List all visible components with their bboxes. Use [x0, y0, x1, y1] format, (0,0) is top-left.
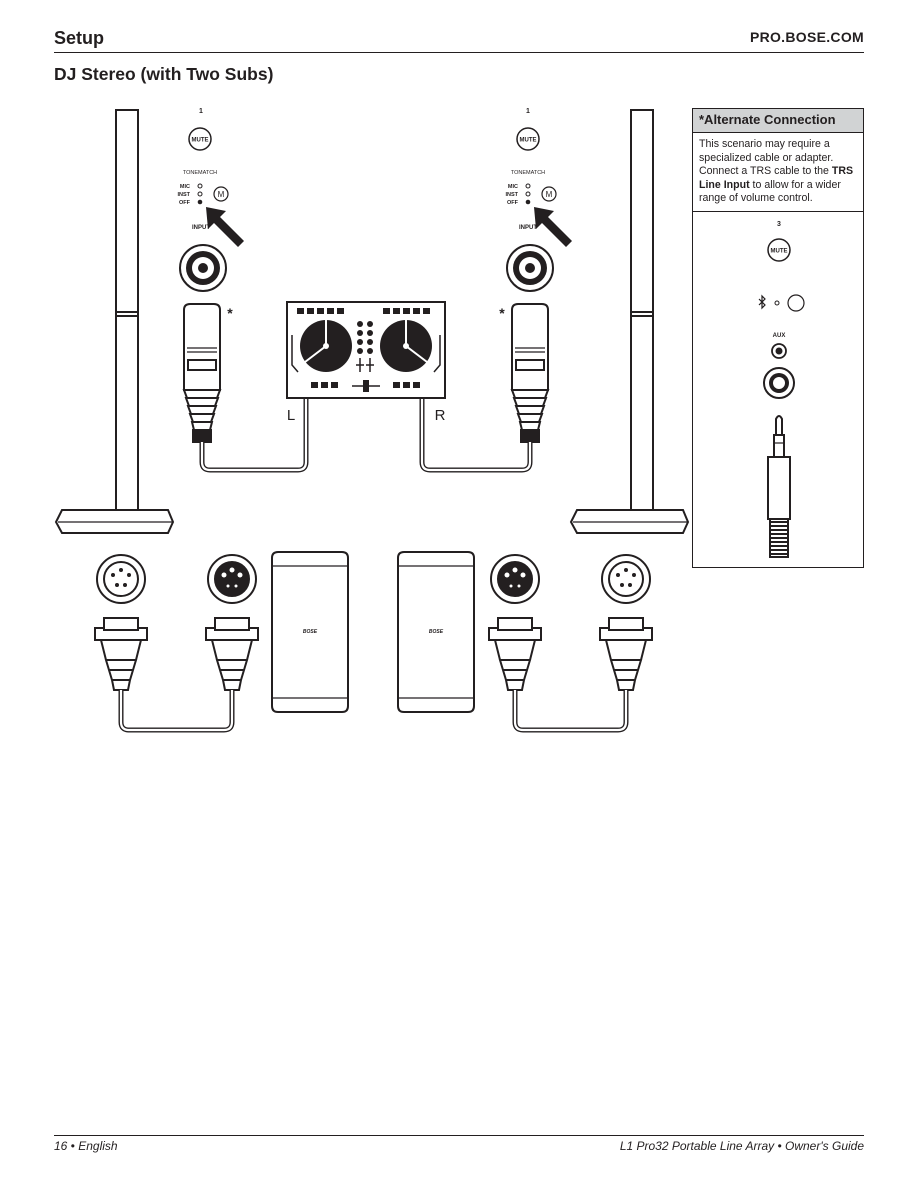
left-channel-panel: 1 MUTE TONEMATCH MIC INST OFF M INPUT * — [177, 108, 244, 321]
svg-text:INST: INST — [505, 192, 518, 198]
left-channel-number: 1 — [199, 108, 203, 115]
svg-text:OFF: OFF — [507, 200, 519, 206]
alternate-connection-text: This scenario may require a specialized … — [693, 133, 863, 212]
svg-text:INPUT: INPUT — [192, 225, 210, 231]
right-arrow-icon — [534, 207, 572, 247]
right-channel-number: 1 — [526, 108, 530, 115]
bluetooth-button — [787, 294, 805, 312]
left-sub-logo: BOSE — [303, 629, 318, 635]
right-mute-button — [516, 127, 540, 151]
left-array-column — [54, 109, 175, 534]
mixer-right-label: R — [435, 407, 446, 424]
footer-page-number: 16 • English — [54, 1139, 118, 1153]
mixer-cables — [199, 398, 533, 473]
alt-mute-button — [767, 238, 791, 262]
left-arrow-icon — [206, 207, 244, 247]
sub-connector-jacks — [96, 554, 651, 604]
right-array-column — [569, 109, 690, 534]
svg-text:INPUT: INPUT — [519, 225, 537, 231]
sub-cable-plugs — [94, 617, 653, 691]
left-subwoofer — [271, 551, 349, 713]
dj-controller — [286, 301, 446, 399]
right-xlr-plug-icon — [510, 303, 550, 443]
site-url: PRO.BOSE.COM — [749, 29, 864, 45]
alternate-connection-box: *Alternate Connection This scenario may … — [692, 108, 864, 568]
footer-guide-title: L1 Pro32 Portable Line Array • Owner's G… — [619, 1139, 864, 1153]
right-sub-logo: BOSE — [429, 629, 444, 635]
left-asterisk: * — [227, 305, 233, 321]
left-xlr-plug-icon — [182, 303, 222, 443]
right-subwoofer — [397, 551, 475, 713]
alternate-connection-heading: *Alternate Connection — [693, 109, 863, 133]
svg-text:MIC: MIC — [508, 184, 518, 190]
sub-cables — [118, 690, 629, 733]
page-header: Setup PRO.BOSE.COM — [54, 24, 864, 53]
svg-text:MUTE: MUTE — [192, 138, 209, 144]
mixer-left-label: L — [287, 407, 295, 424]
aux-label: AUX — [773, 333, 786, 339]
svg-text:MUTE: MUTE — [771, 249, 788, 255]
svg-text:OFF: OFF — [179, 200, 191, 206]
right-asterisk: * — [499, 305, 505, 321]
page-title: DJ Stereo (with Two Subs) — [54, 64, 274, 84]
right-tonematch-button — [541, 186, 557, 202]
left-tonematch-label: TONEMATCH — [183, 170, 217, 176]
svg-text:M: M — [218, 190, 225, 199]
svg-text:MUTE: MUTE — [520, 138, 537, 144]
svg-text:INST: INST — [177, 192, 190, 198]
page-footer: 16 • English L1 Pro32 Portable Line Arra… — [54, 1135, 864, 1153]
section-title: Setup — [54, 28, 105, 48]
svg-text:MIC: MIC — [180, 184, 190, 190]
svg-text:M: M — [546, 190, 553, 199]
right-tonematch-label: TONEMATCH — [511, 170, 545, 176]
right-channel-panel: 1 MUTE TONEMATCH MIC INST OFF M INPUT * — [499, 108, 572, 321]
trs-input-diagram: 3 MUTE AUX — [758, 221, 805, 558]
left-mute-button — [188, 127, 212, 151]
bluetooth-icon — [758, 294, 766, 310]
trs-plug-icon — [767, 415, 791, 558]
alt-channel-number: 3 — [777, 221, 781, 228]
left-tonematch-button — [213, 186, 229, 202]
